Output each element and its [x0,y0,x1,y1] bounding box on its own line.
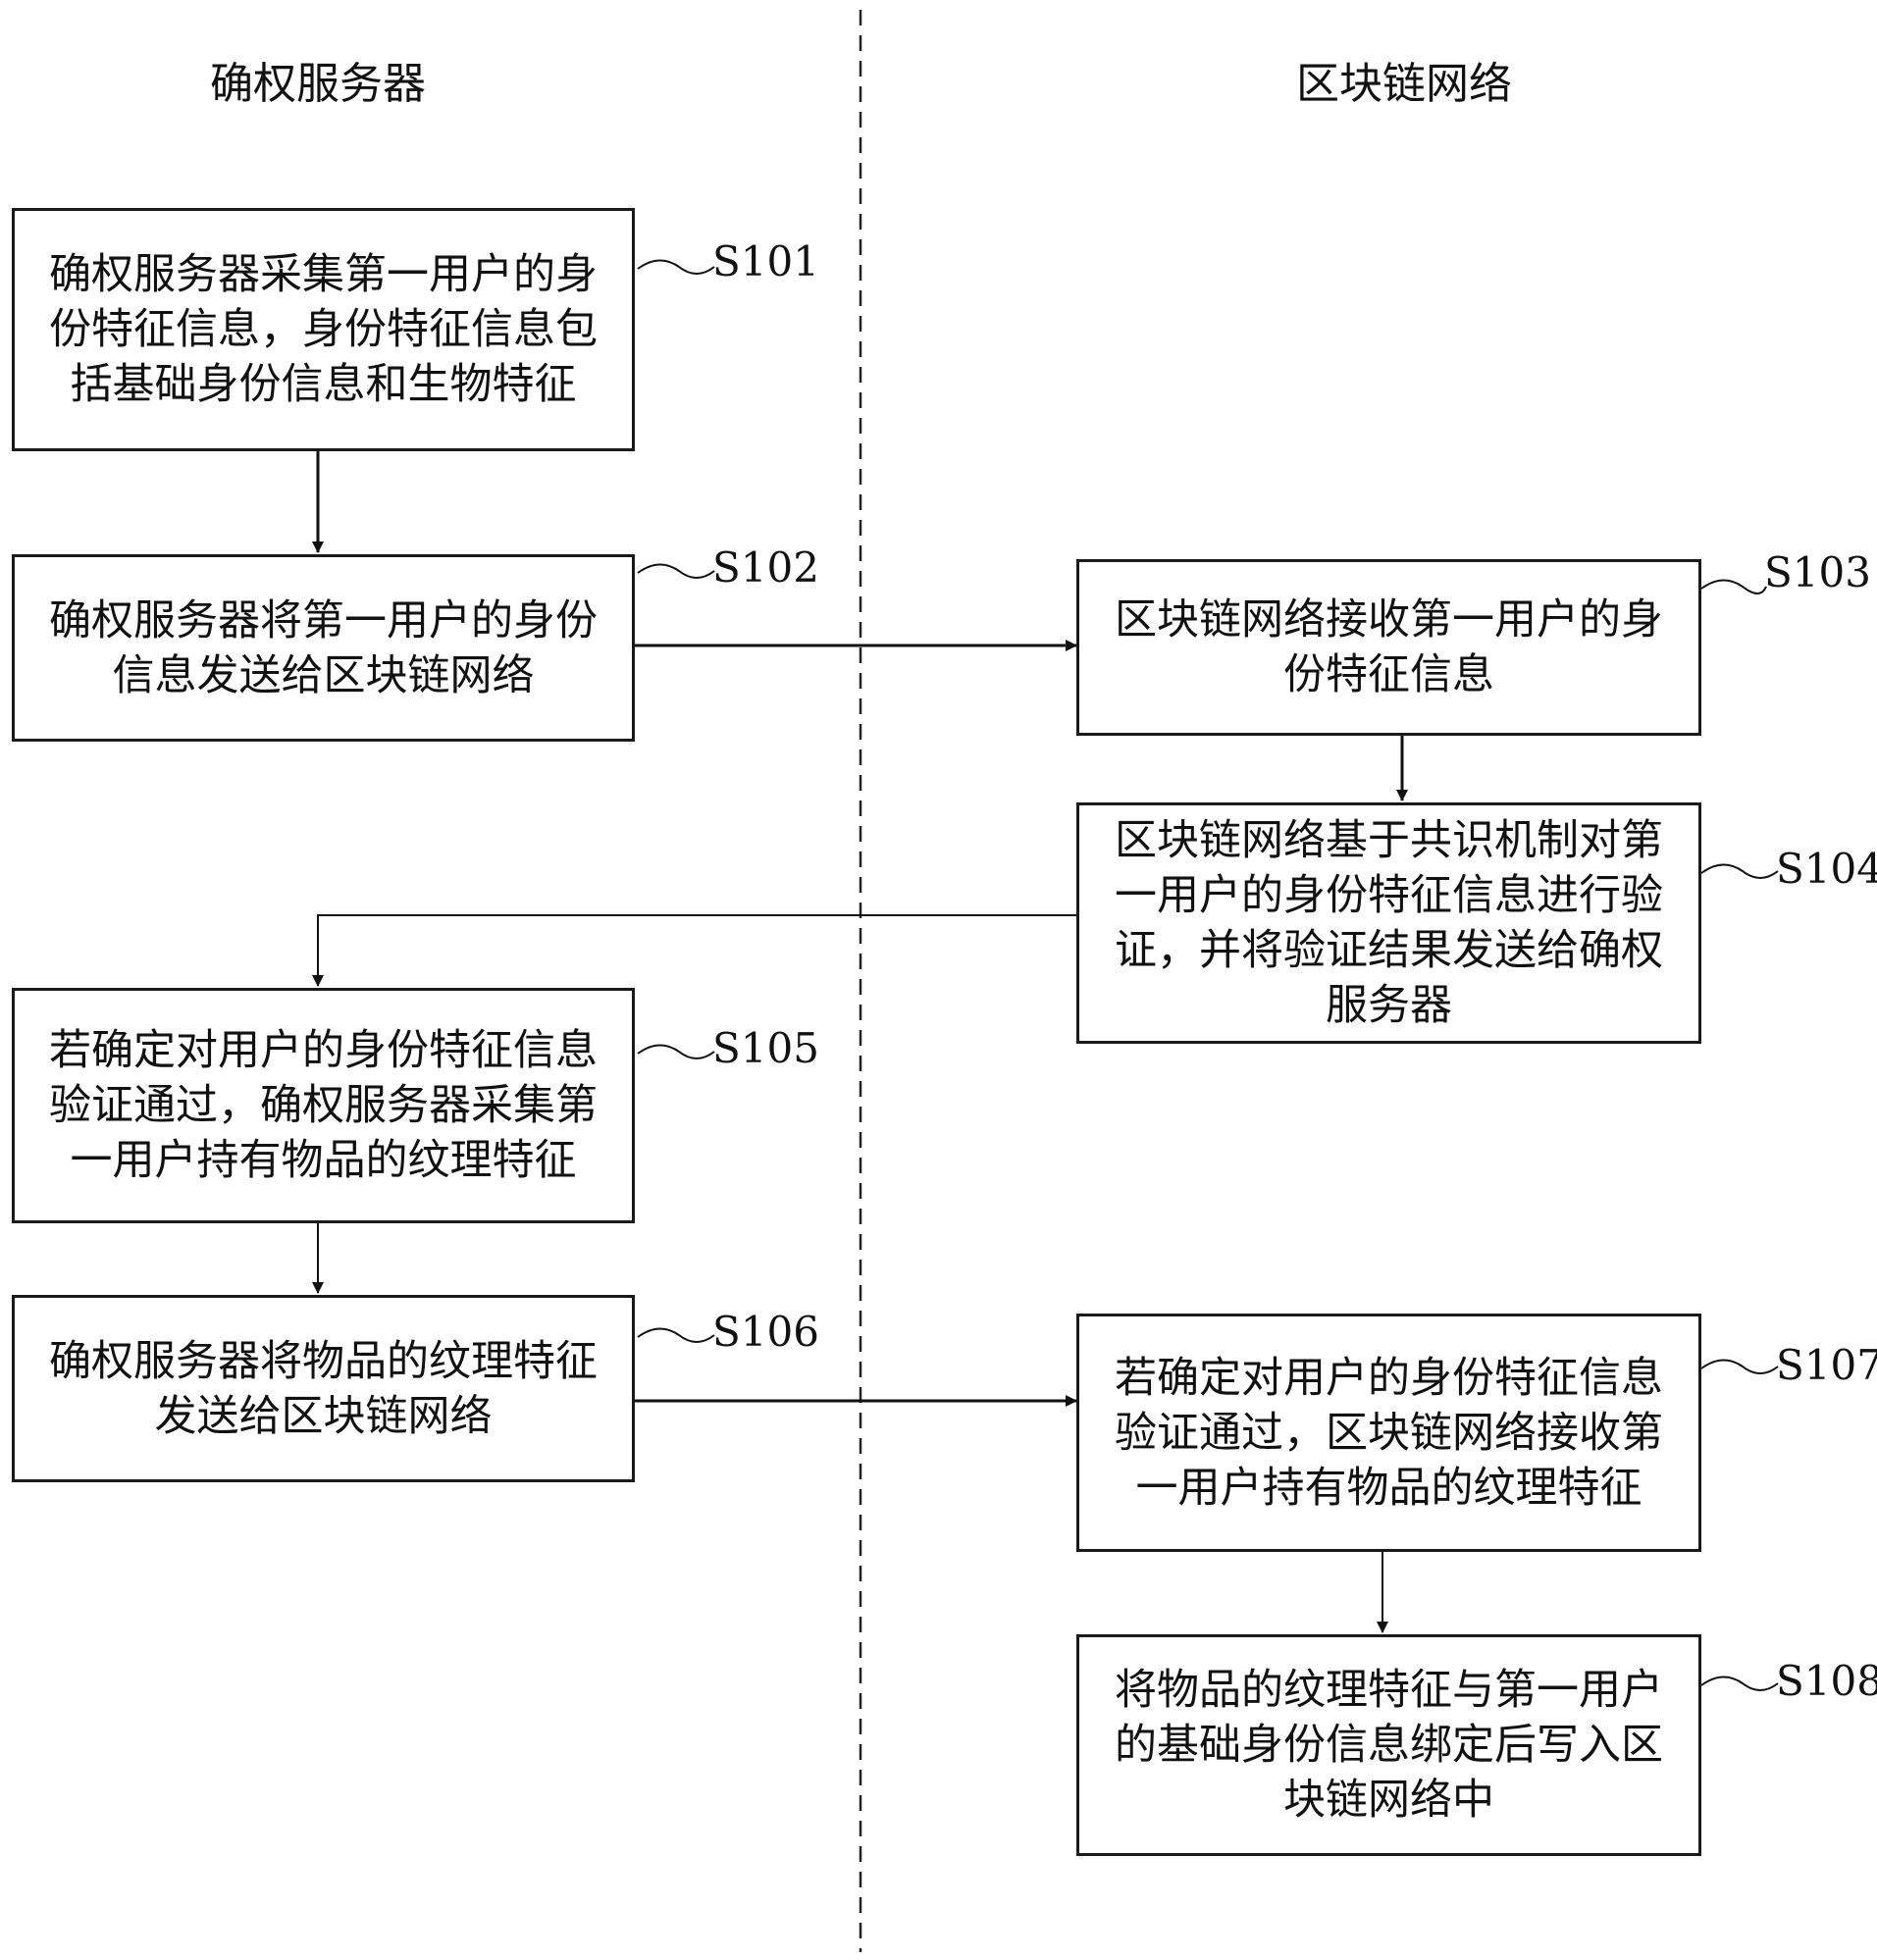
step-text-s101: 确权服务器采集第一用户的身份特征信息，身份特征信息包括基础身份信息和生物特征 [49,250,598,409]
step-text-s105: 若确定对用户的身份特征信息验证通过，确权服务器采集第一用户持有物品的纹理特征 [49,1026,598,1185]
step-box-s104: 区块链网络基于共识机制对第一用户的身份特征信息进行验证，并将验证结果发送给确权服… [1076,802,1701,1044]
step-label-s106: S106 [712,1308,819,1356]
lane-title-right: 区块链网络 [1296,59,1512,109]
step-label-s103: S103 [1764,548,1871,596]
step-text-s108: 将物品的纹理特征与第一用户的基础身份信息绑定后写入区块链网络中 [1115,1666,1663,1825]
step-box-s103: 区块链网络接收第一用户的身份特征信息 [1076,559,1701,736]
step-label-s101: S101 [712,237,819,285]
step-label-s108: S108 [1776,1657,1877,1705]
leader-s107 [1700,1359,1779,1374]
step-text-s104: 区块链网络基于共识机制对第一用户的身份特征信息进行验证，并将验证结果发送给确权服… [1115,816,1663,1030]
step-label-s107: S107 [1776,1341,1877,1389]
leader-s108 [1700,1676,1779,1691]
step-box-s107: 若确定对用户的身份特征信息验证通过，区块链网络接收第一用户持有物品的纹理特征 [1076,1314,1701,1552]
step-box-s102: 确权服务器将第一用户的身份信息发送给区块链网络 [12,554,635,742]
step-text-s107: 若确定对用户的身份特征信息验证通过，区块链网络接收第一用户持有物品的纹理特征 [1115,1353,1663,1513]
leader-s101 [637,259,715,275]
leader-s106 [637,1327,715,1343]
step-label-s105: S105 [712,1024,819,1072]
leader-s104 [1700,863,1779,879]
leader-s102 [637,563,715,579]
leader-s105 [637,1044,715,1059]
lane-title-left: 确权服务器 [210,59,426,109]
arrow-s104-s105 [312,914,1076,987]
step-box-s105: 若确定对用户的身份特征信息验证通过，确权服务器采集第一用户持有物品的纹理特征 [12,988,635,1223]
leader-s103 [1700,579,1767,594]
step-text-s103: 区块链网络接收第一用户的身份特征信息 [1115,595,1663,699]
step-box-s101: 确权服务器采集第一用户的身份特征信息，身份特征信息包括基础身份信息和生物特征 [12,208,635,451]
step-label-s102: S102 [712,543,819,592]
step-box-s108: 将物品的纹理特征与第一用户的基础身份信息绑定后写入区块链网络中 [1076,1634,1701,1856]
step-label-s104: S104 [1776,845,1877,893]
step-text-s102: 确权服务器将第一用户的身份信息发送给区块链网络 [49,595,598,700]
step-box-s106: 确权服务器将物品的纹理特征发送给区块链网络 [12,1295,635,1482]
step-text-s106: 确权服务器将物品的纹理特征发送给区块链网络 [49,1336,598,1441]
